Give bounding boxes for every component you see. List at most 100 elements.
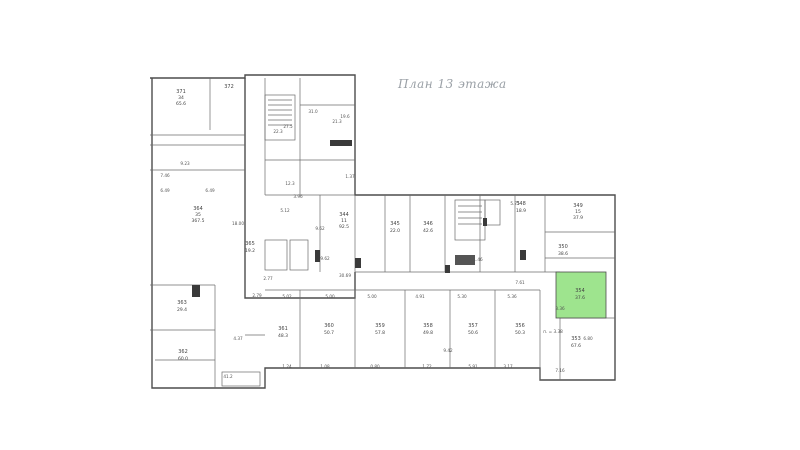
dimension-label: 4.37: [233, 336, 243, 341]
room-number: 354: [575, 288, 585, 294]
dimension-label: 3.96: [293, 194, 303, 199]
room-number: 361: [278, 326, 288, 332]
area-label: 21.3: [332, 119, 342, 124]
room-area: 37.9: [573, 215, 583, 221]
area-label: 1.46: [473, 257, 483, 262]
area-label: 22.3: [273, 129, 283, 134]
dimension-label: 9.62: [320, 256, 330, 261]
room-number: 372: [224, 84, 234, 90]
dimension-label: 9.23: [180, 161, 190, 166]
room-number: 371: [176, 89, 186, 95]
room-area: 92.5: [339, 224, 349, 230]
dimension-label: 30.69: [339, 273, 351, 278]
room-area: 37.6: [575, 295, 585, 301]
area-label: 19.6: [340, 114, 350, 119]
room-area: 367.5: [192, 218, 205, 224]
area-label: 1.37: [345, 174, 355, 179]
highlighted-room-354[interactable]: [555, 271, 607, 319]
dimension-label: 1.24: [282, 364, 292, 369]
dimension-label: 2.77: [263, 276, 273, 281]
room-372[interactable]: 372: [224, 84, 234, 90]
dimension-label: 3.17: [503, 364, 513, 369]
dimension-label: 1.08: [320, 364, 330, 369]
room-number: 348: [516, 201, 526, 207]
dimension-label: 5.75: [510, 201, 520, 206]
dimension-label: 6.80: [583, 336, 593, 341]
room-number: 350: [558, 244, 568, 250]
dimension-label: 2.79: [252, 293, 262, 298]
dimension-label: 4.91: [415, 294, 425, 299]
room-number: 365: [245, 241, 255, 247]
room-number: 346: [423, 221, 433, 227]
room-number: 345: [390, 221, 400, 227]
dimension-label: 5.00: [367, 294, 377, 299]
dimension-label: 5.30: [457, 294, 467, 299]
room-area: 65.6: [176, 101, 186, 107]
dimension-label: 5.00: [325, 294, 335, 299]
room-number: 359: [375, 323, 385, 329]
area-label: п. = 3.38: [543, 329, 563, 334]
dimension-label: 5.02: [282, 294, 292, 299]
room-area: 50.3: [515, 330, 525, 336]
room-number: 358: [423, 323, 433, 329]
room-area: 18.9: [516, 208, 526, 214]
dimension-label: 1.72: [422, 364, 432, 369]
area-label: 31.0: [308, 109, 318, 114]
area-label: 12.3: [285, 181, 295, 186]
room-area: 19.2: [245, 248, 255, 254]
dimension-label: 6.49: [160, 188, 170, 193]
dimension-label: 5.36: [507, 294, 517, 299]
room-index: 34: [178, 95, 184, 101]
dimension-label: 6.49: [205, 188, 215, 193]
room-area: 49.8: [423, 330, 433, 336]
dimension-label: 7.16: [555, 368, 565, 373]
room-number: 364: [193, 206, 203, 212]
dimension-label: 9.62: [315, 226, 325, 231]
room-index: 35: [195, 212, 201, 218]
room-number: 349: [573, 203, 583, 209]
room-area: 60.0: [178, 356, 188, 362]
room-number: 356: [515, 323, 525, 329]
plan-title: План 13 этажа: [397, 77, 507, 91]
dimension-label: 18.00: [232, 221, 244, 226]
dimension-label: 9.42: [443, 348, 453, 353]
room-number: 362: [178, 349, 188, 355]
room-area: 50.6: [468, 330, 478, 336]
room-index: 11: [341, 218, 347, 224]
room-area: 67.6: [571, 343, 581, 349]
room-number: 353: [571, 336, 581, 342]
area-label: 41.2: [223, 374, 233, 379]
room-number: 357: [468, 323, 478, 329]
room-area: 38.6: [558, 251, 568, 257]
room-number: 360: [324, 323, 334, 329]
room-area: 50.7: [324, 330, 334, 336]
dimension-label: 0.80: [370, 364, 380, 369]
dimension-label: 7.61: [515, 280, 525, 285]
room-number: 344: [339, 212, 349, 218]
room-area: 29.4: [177, 307, 187, 313]
room-area: 48.3: [278, 333, 288, 339]
dimension-label: 3.36: [555, 306, 565, 311]
room-area: 57.8: [375, 330, 385, 336]
area-label: 27.5: [283, 124, 293, 129]
